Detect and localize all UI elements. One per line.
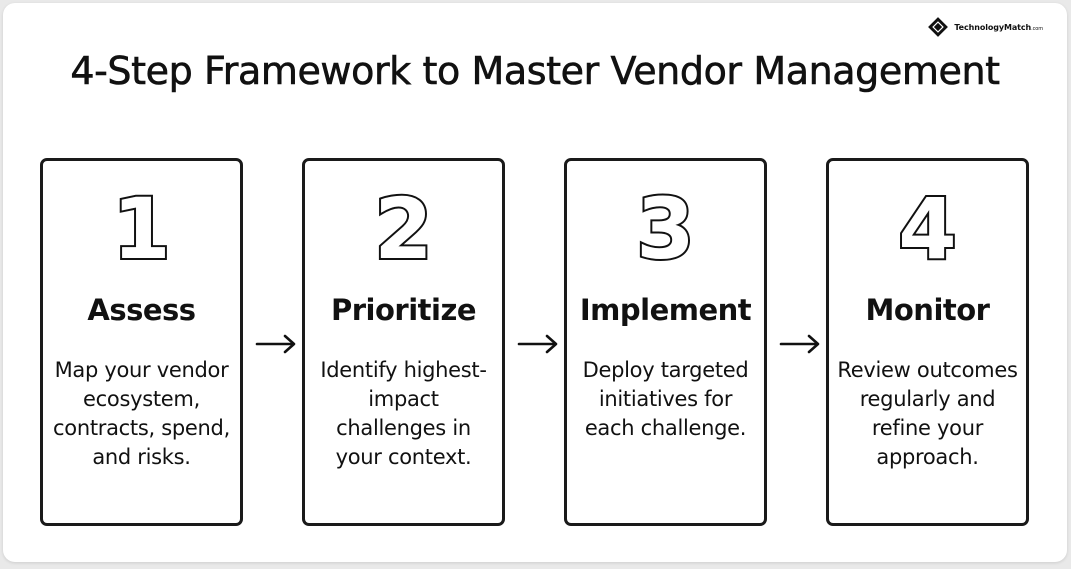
step-card-prioritize: 2 Prioritize Identify highest-impact cha… [302, 158, 505, 526]
step-title: Monitor [865, 293, 990, 327]
step-description: Deploy targeted initiatives for each cha… [582, 358, 749, 440]
step-card-implement: 3 Implement Deploy targeted initiatives … [564, 158, 767, 526]
right-arrow-icon [517, 334, 558, 354]
right-arrow-icon [255, 334, 296, 354]
step-card-monitor: 4 Monitor Review outcomes regularly and … [826, 158, 1029, 526]
step-title: Implement [579, 293, 752, 327]
brand-name: TechnologyMatch.com [954, 22, 1043, 32]
step-number: 2 [372, 180, 434, 278]
brand-suffix: .com [1031, 25, 1043, 32]
step-description: Map your vendor ecosystem, contracts, sp… [53, 358, 230, 469]
step-card-assess: 1 Assess Map your vendor ecosystem, cont… [40, 158, 243, 526]
right-arrow-icon [779, 334, 820, 354]
step-title: Assess [87, 293, 196, 327]
step-number: 3 [634, 180, 696, 278]
step-title: Prioritize [330, 293, 477, 327]
step-description: Review outcomes regularly and refine you… [837, 358, 1018, 469]
step-description: Identify highest-impact challenges in yo… [320, 358, 487, 469]
diagram-canvas: TechnologyMatch.com 4-Step Framework to … [3, 3, 1067, 562]
diagram-title: 4-Step Framework to Master Vendor Manage… [70, 49, 1000, 94]
step-number: 4 [896, 180, 958, 278]
step-number: 1 [110, 180, 172, 278]
diamond-logo-icon [928, 17, 949, 37]
brand-logo: TechnologyMatch.com [927, 16, 1043, 38]
